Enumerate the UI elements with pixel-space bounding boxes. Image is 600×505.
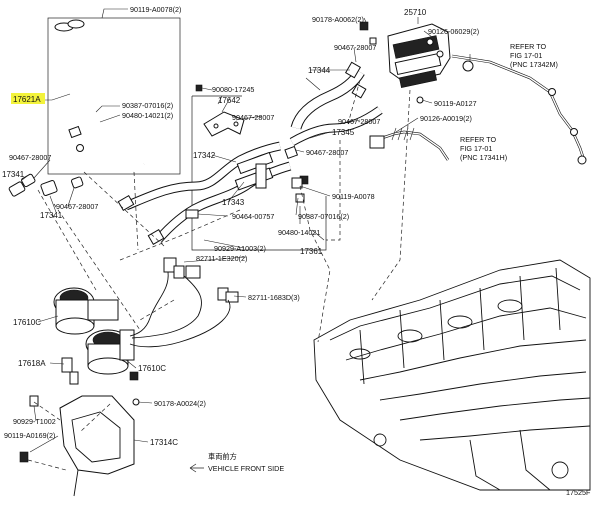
label-90178-A0024-2[interactable]: 90178-A0024(2) xyxy=(154,399,206,408)
label-17342[interactable]: 17342 xyxy=(193,151,216,160)
label-90119-A0169-2[interactable]: 90119-A0169(2) xyxy=(4,431,55,440)
leader-lines xyxy=(20,8,471,453)
label-17642[interactable]: 17642 xyxy=(218,96,241,105)
label-17344[interactable]: 17344 xyxy=(308,66,331,75)
label-90467-28007-c[interactable]: 90467-28007 xyxy=(232,113,274,122)
assembly-dash-lines xyxy=(27,79,411,471)
label-82711-1683D-3[interactable]: 82711-1683D(3) xyxy=(248,293,300,302)
label-90119-A0078-2[interactable]: 90119-A0078(2) xyxy=(130,5,181,14)
refer-top-1[interactable]: REFER TO xyxy=(510,42,546,51)
part-17314C-bracket[interactable] xyxy=(19,395,140,497)
hose-group-box-17621A xyxy=(47,17,181,175)
part-17341-left[interactable] xyxy=(8,173,84,197)
part-17642-bracket[interactable] xyxy=(195,84,245,137)
label-90480-14021-2a[interactable]: 90480-14021(2) xyxy=(122,111,173,120)
refer-top-2[interactable]: FIG 17-01 xyxy=(510,51,542,60)
pipe-to-fig-17-01[interactable] xyxy=(369,54,587,165)
label-25710[interactable]: 25710 xyxy=(404,8,427,17)
label-90467-28007-f[interactable]: 90467-28007 xyxy=(306,148,348,157)
refer-mid-2[interactable]: FIG 17-01 xyxy=(460,144,492,153)
part-labels: 90119-A0078(2) 17621A 90387-07016(2) 904… xyxy=(2,5,591,497)
label-17610C-b[interactable]: 17610C xyxy=(138,364,166,373)
hose-group-box-center xyxy=(191,95,327,251)
refer-top-3[interactable]: (PNC 17342M) xyxy=(510,60,558,69)
label-90929-T1002[interactable]: 90929-T1002 xyxy=(13,417,56,426)
engine-block xyxy=(313,259,591,491)
label-90119-A0078[interactable]: 90119-A0078 xyxy=(332,192,375,201)
label-90467-28007-b[interactable]: 90467-28007 xyxy=(56,202,98,211)
label-17341-b[interactable]: 17341 xyxy=(40,211,63,220)
highlight-17621A xyxy=(11,93,45,104)
label-90480-14021[interactable]: 90480-14021 xyxy=(278,228,320,237)
label-17345[interactable]: 17345 xyxy=(332,128,355,137)
label-90387-07016-2b[interactable]: 90387-07016(2) xyxy=(298,212,349,221)
part-25710-valve[interactable] xyxy=(359,21,474,104)
part-17344-hose[interactable] xyxy=(290,61,367,130)
label-17621A[interactable]: 17621A xyxy=(13,95,41,104)
label-17341-a[interactable]: 17341 xyxy=(2,170,25,179)
refer-mid-1[interactable]: REFER TO xyxy=(460,135,496,144)
label-82711-1E320-2[interactable]: 82711-1E320(2) xyxy=(196,254,247,263)
label-17618A[interactable]: 17618A xyxy=(18,359,46,368)
label-90126-A0019-2[interactable]: 90126-A0019(2) xyxy=(420,114,472,123)
label-90467-28007-d[interactable]: 90467-28007 xyxy=(334,43,376,52)
label-90387-07016-2a[interactable]: 90387-07016(2) xyxy=(122,101,173,110)
label-90464-00757[interactable]: 90464-00757 xyxy=(232,212,274,221)
front-label-jp: 車両前方 xyxy=(208,452,237,461)
part-17345-hose[interactable] xyxy=(284,106,383,185)
front-label-en: VEHICLE FRONT SIDE xyxy=(208,464,284,473)
part-17342-17343-hoses[interactable] xyxy=(117,141,305,246)
label-90178-A0062-2[interactable]: 90178-A0062(2) xyxy=(312,15,364,24)
label-90119-A0127[interactable]: 90119-A0127 xyxy=(434,99,477,108)
connectors-82711[interactable] xyxy=(129,257,239,348)
vehicle-front-arrow: 車両前方 VEHICLE FRONT SIDE xyxy=(189,452,284,473)
part-17621A-hoses[interactable] xyxy=(54,19,153,173)
label-90126-06029-2[interactable]: 90126-06029(2) xyxy=(428,27,479,36)
label-90467-28007-a[interactable]: 90467-28007 xyxy=(9,153,51,162)
label-17610C-a[interactable]: 17610C xyxy=(13,318,41,327)
part-17610C-pumps[interactable] xyxy=(53,287,139,385)
label-17314C[interactable]: 17314C xyxy=(150,438,178,447)
figure-number: 17525F xyxy=(566,488,591,497)
label-17343[interactable]: 17343 xyxy=(222,198,245,207)
label-90080-17245[interactable]: 90080-17245 xyxy=(212,85,254,94)
label-17361[interactable]: 17361 xyxy=(300,247,323,256)
refer-mid-3[interactable]: (PNC 17341H) xyxy=(460,153,507,162)
label-90467-28007-e[interactable]: 90467-28007 xyxy=(338,117,380,126)
label-90929-A1003-2[interactable]: 90929-A1003(2) xyxy=(214,244,266,253)
